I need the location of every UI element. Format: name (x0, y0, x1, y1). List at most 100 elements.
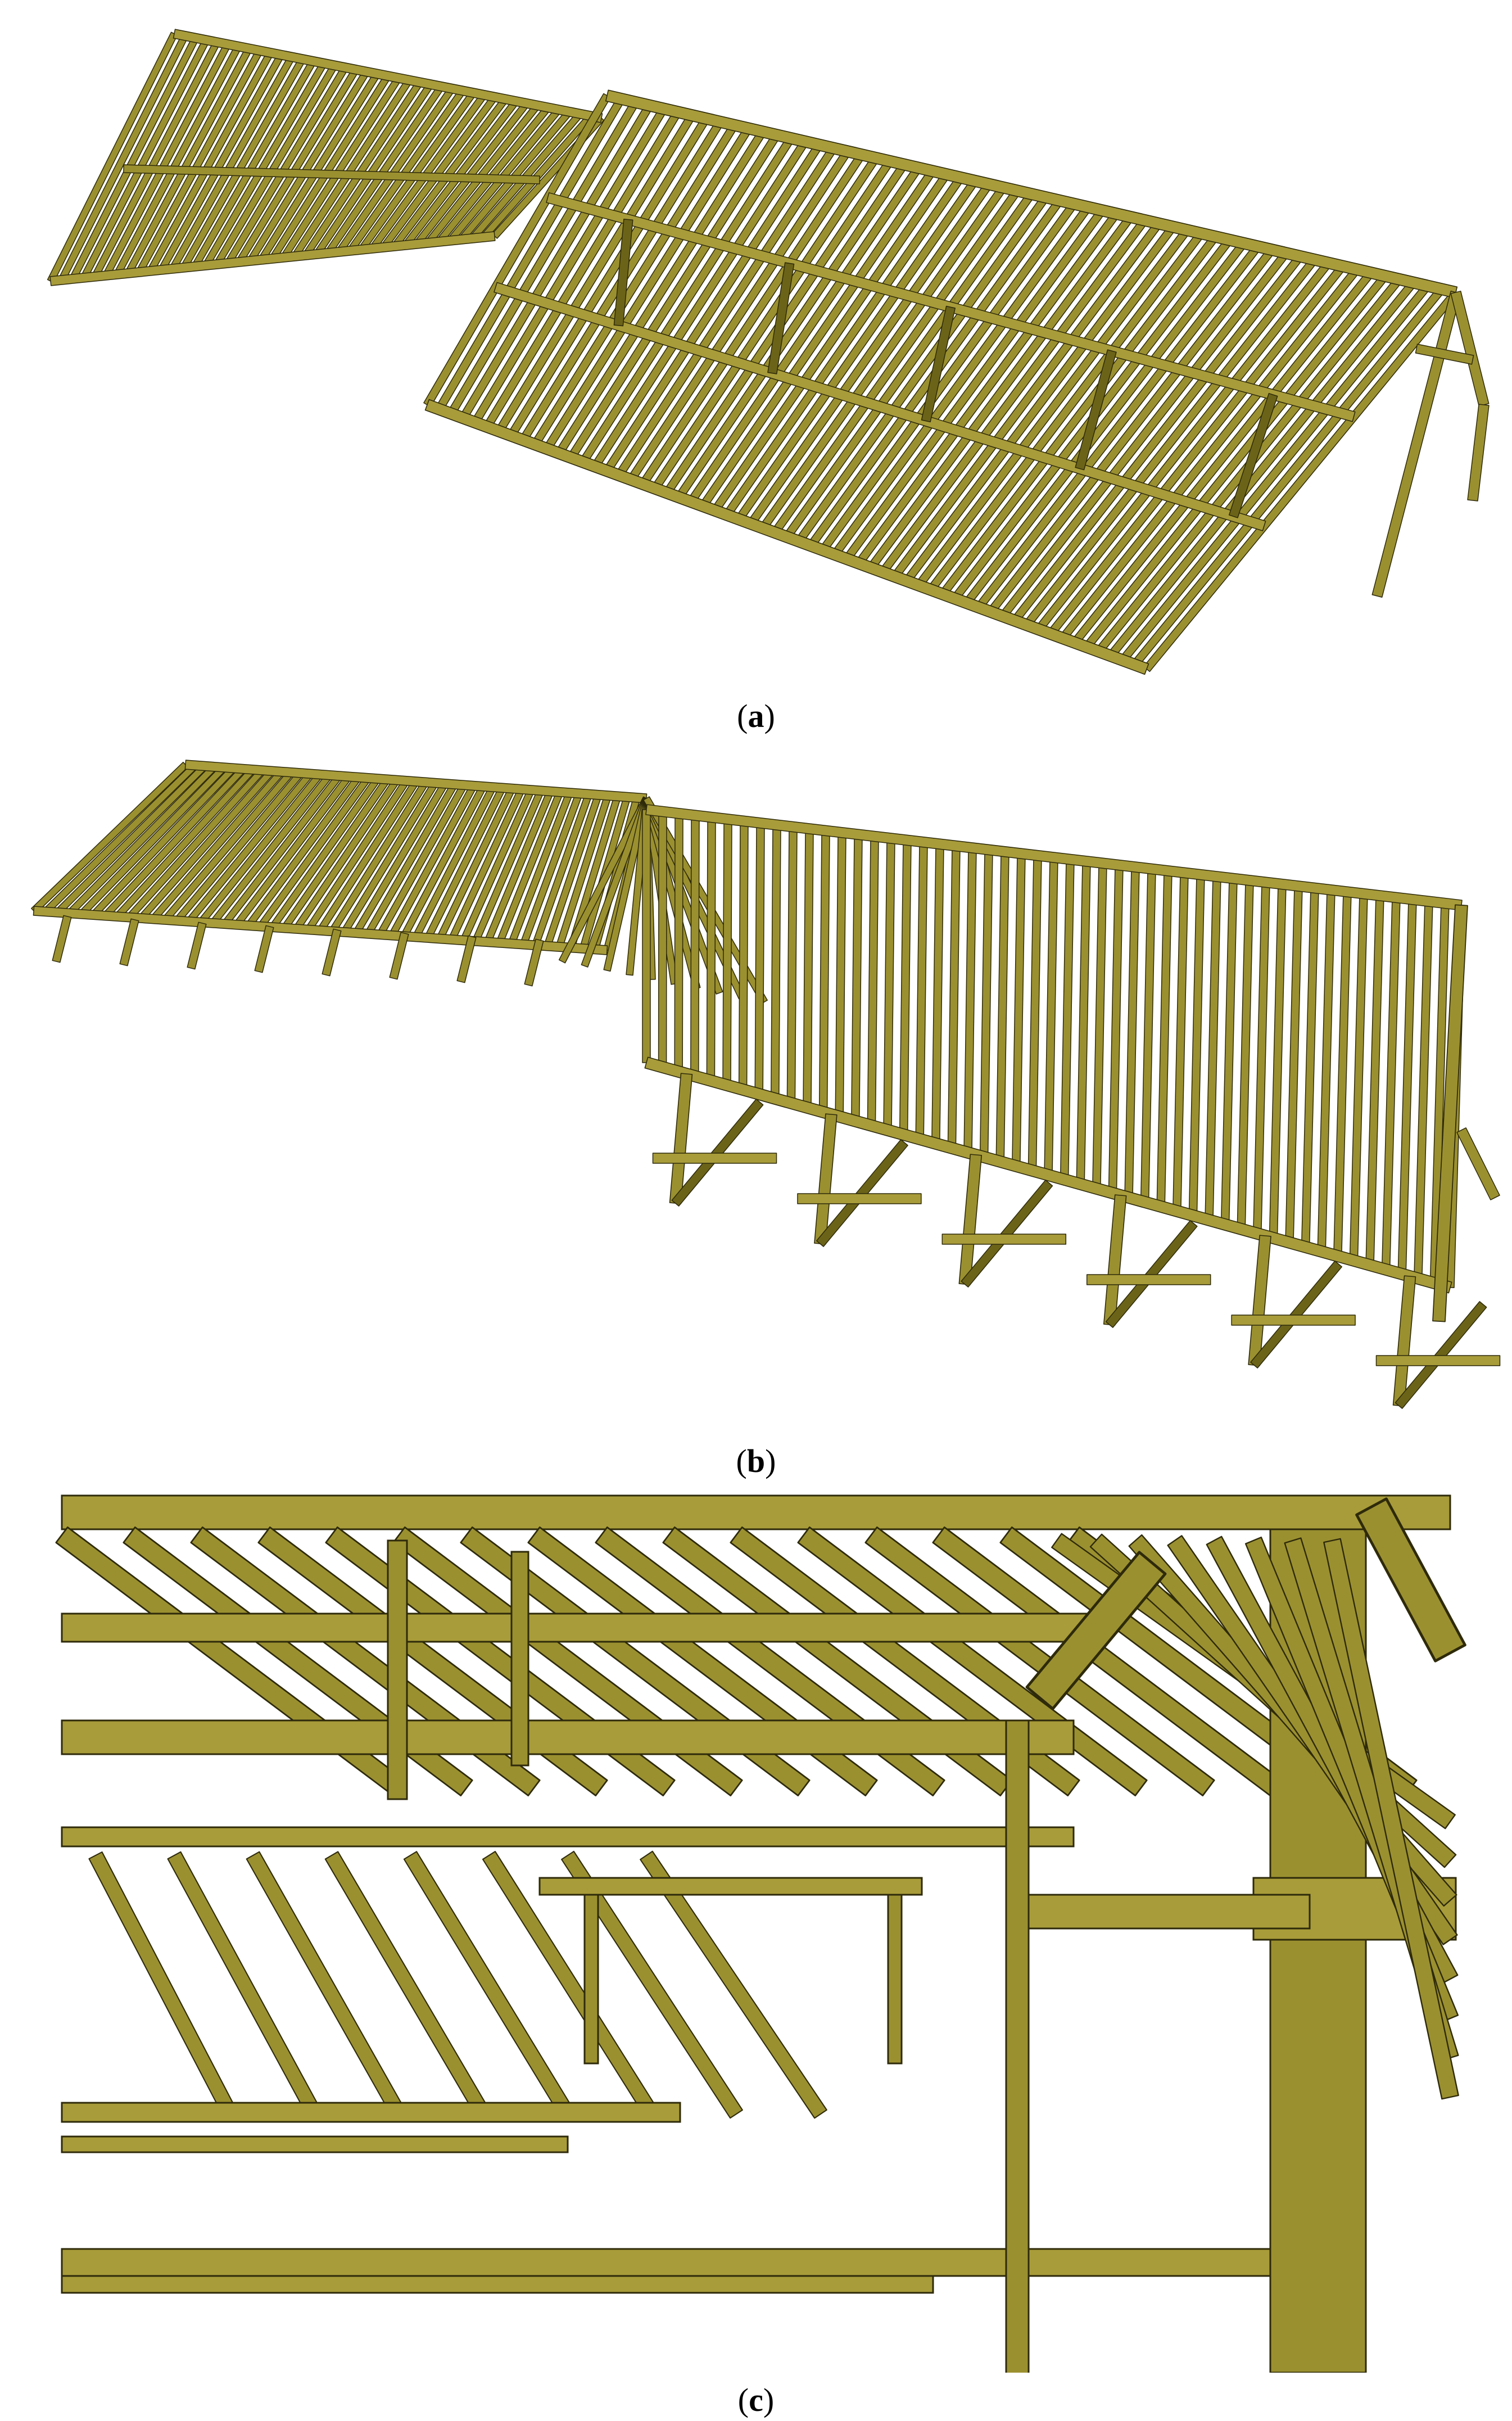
rafter (1397, 898, 1417, 1275)
strut (671, 1099, 764, 1207)
rafter (1060, 859, 1075, 1180)
rafter (1188, 874, 1205, 1216)
rafter (1301, 887, 1319, 1248)
rafter (931, 843, 944, 1144)
knee-brace (1355, 1497, 1466, 1663)
rafter (1092, 862, 1107, 1189)
post (119, 918, 139, 966)
rafter (1173, 872, 1189, 1212)
eave-plate (33, 906, 608, 955)
rafter (642, 809, 651, 1063)
strut (961, 1180, 1053, 1288)
ridge-beam (605, 89, 1458, 299)
rafter (1285, 886, 1303, 1243)
tie-beam (1375, 1355, 1501, 1366)
rafter (1124, 866, 1140, 1198)
rafter (1414, 901, 1433, 1279)
roof-frame-interior-drawing-c (55, 1494, 1466, 2373)
tie-beam (1415, 344, 1474, 365)
rafter (1333, 891, 1352, 1257)
rafter (864, 1526, 1215, 1796)
purlin (61, 2102, 681, 2123)
post (254, 925, 274, 973)
tie-beam (652, 1153, 777, 1164)
post (510, 1551, 529, 1767)
collar-beam (61, 1826, 1075, 1848)
eave-plate (424, 399, 1149, 675)
eave-plate (49, 231, 496, 286)
rafter (754, 823, 765, 1095)
rafter (947, 845, 961, 1149)
rafter (771, 824, 781, 1099)
rafter (1140, 868, 1156, 1203)
rafter (706, 816, 716, 1081)
rafter (786, 826, 798, 1104)
purlin (61, 2135, 569, 2153)
rafter (1323, 1538, 1459, 2100)
brace (613, 218, 633, 327)
rafter (1076, 860, 1091, 1185)
rafter (995, 851, 1009, 1162)
tie-beam (1086, 1274, 1211, 1285)
rafter (167, 1851, 322, 2119)
strut (1395, 1301, 1487, 1409)
rafter (883, 838, 895, 1131)
ridge-beam (645, 804, 1463, 911)
rafter (1108, 864, 1124, 1194)
rafter (1205, 876, 1221, 1221)
rafter (818, 830, 830, 1113)
gable-post (1467, 404, 1490, 502)
brace (921, 305, 956, 423)
knee-brace (1025, 1551, 1167, 1710)
tie-beam (1231, 1315, 1356, 1326)
distant-post (583, 1894, 599, 2065)
ridge-beam (173, 29, 603, 123)
rafter (915, 841, 928, 1140)
gable-post (1432, 904, 1468, 1322)
figure-panel-a (0, 0, 1512, 725)
rafter (851, 834, 863, 1122)
distant-beam (538, 1877, 923, 1896)
strut (1105, 1220, 1198, 1328)
rafter (1012, 853, 1026, 1167)
distant-post (887, 1894, 903, 2065)
purlin (494, 282, 1266, 531)
caption-b: (b) (736, 1443, 776, 1479)
floor-beam (61, 2248, 1288, 2277)
post (387, 1539, 408, 1800)
rafter (324, 1851, 491, 2119)
ridge-beam (184, 760, 648, 803)
rafter (690, 815, 700, 1077)
gable-rafter (1450, 291, 1490, 406)
strut (1250, 1261, 1342, 1368)
purlin (123, 164, 540, 184)
rafter (979, 849, 993, 1158)
rafter (640, 1850, 827, 2119)
rafter (835, 832, 846, 1117)
post (524, 938, 544, 987)
rafter (1156, 870, 1173, 1207)
rafter (1349, 893, 1368, 1261)
rafter (1365, 895, 1384, 1266)
cross-beam (1027, 1894, 1311, 1930)
rafter (1237, 879, 1254, 1230)
roof-frame-drawing-b (31, 760, 1501, 1409)
rafter (246, 1851, 406, 2119)
rafter (722, 819, 732, 1086)
post (456, 935, 477, 983)
rafter (561, 1850, 743, 2119)
rafter (1253, 882, 1270, 1234)
post (187, 922, 207, 970)
post (1005, 1719, 1030, 2373)
strut (816, 1139, 908, 1247)
post (389, 932, 409, 980)
figure-panel-c (0, 1473, 1512, 2421)
rafter (1381, 897, 1401, 1270)
caption-a: (a) (737, 698, 775, 734)
brace (767, 262, 795, 374)
rafter (88, 1851, 238, 2119)
rafter (674, 813, 683, 1072)
rafter (803, 828, 814, 1108)
purlin (61, 1613, 1097, 1643)
hip-rafter (643, 796, 768, 1004)
